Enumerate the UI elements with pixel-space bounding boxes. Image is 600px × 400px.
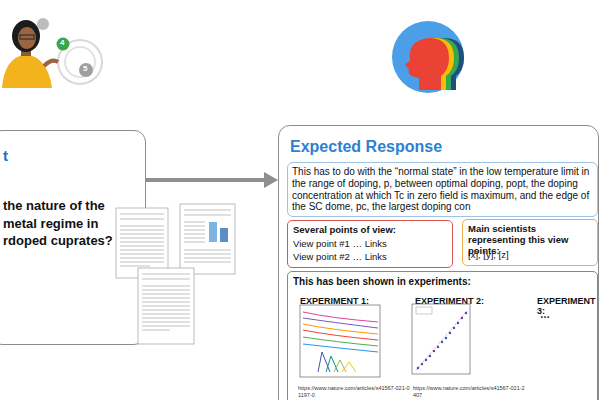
node-heading: This has to do with the “normal state” i… [292, 166, 593, 213]
scientists-box: Main scientists representing this view p… [462, 219, 598, 266]
paper-sheet [116, 208, 168, 278]
node-heading: t [3, 147, 33, 164]
flow-arrow [146, 172, 278, 188]
face [18, 27, 36, 49]
node-text: [x], [y], [z] [468, 249, 594, 260]
node-text: … [540, 309, 570, 320]
callout-number: 5 [83, 64, 87, 73]
plot-2 [412, 304, 470, 374]
node-text: https://www.nature.com/articles/s41567-0… [298, 385, 410, 398]
dot [79, 63, 93, 77]
arm [44, 61, 58, 66]
node-text: View point #2 … Links [293, 251, 448, 262]
shirt [2, 54, 52, 88]
icon-circle [392, 21, 464, 93]
arrow-shaft [146, 178, 264, 182]
arrow-head [264, 172, 278, 188]
node-heading: Several points of view: [293, 224, 448, 235]
node-heading: This has been shown in experiments: [293, 276, 543, 287]
plot-1 [300, 305, 380, 377]
paper-sheet [138, 268, 194, 344]
glasses [20, 35, 34, 39]
viewpoints-box: Several points of view: View point #1 … L… [287, 220, 453, 268]
node-heading: Expected Response [290, 138, 490, 156]
node-text: View point #1 … Links [293, 238, 448, 249]
node-text: https://www.nature.com/articles/s41567-0… [413, 385, 525, 398]
answer-text-box: This has to do with the “normal state” i… [287, 162, 598, 217]
node-text: EXPERIMENT 1: [300, 296, 390, 306]
dot [37, 18, 49, 30]
paper-sheet [180, 204, 235, 274]
heads [405, 38, 464, 90]
ring [65, 47, 95, 77]
dot [57, 38, 70, 51]
callout-number: 4 [60, 38, 64, 47]
hair [12, 20, 40, 52]
